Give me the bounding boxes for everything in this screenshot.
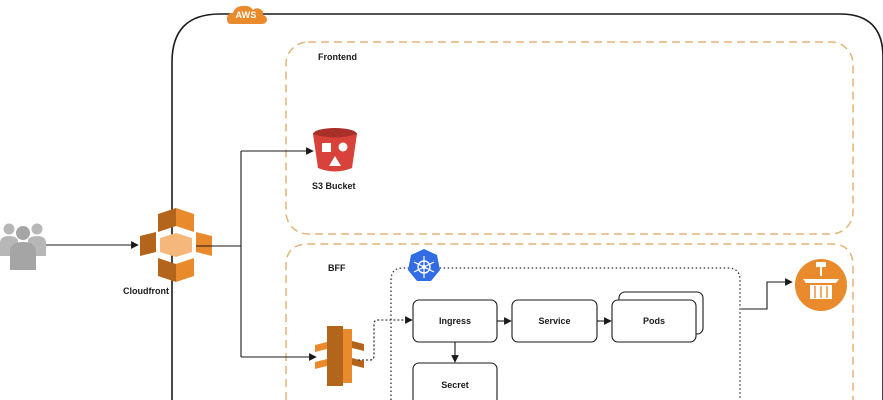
pods-label: Pods: [642, 316, 665, 326]
ingress-label: Ingress: [438, 316, 471, 326]
external-service-icon: [795, 259, 847, 311]
secret-label: Secret: [441, 380, 469, 390]
aws-cloud-icon: [227, 5, 267, 24]
service-label: Service: [538, 316, 571, 326]
users-icon: [0, 223, 46, 270]
secret-box: [412, 362, 498, 400]
cloudfront-icon: [140, 208, 212, 282]
aws-badge-label: AWS: [235, 10, 257, 20]
bff-group-label: BFF: [328, 263, 346, 273]
kubernetes-icon: [408, 249, 440, 281]
pods-box: [611, 299, 697, 343]
bff-group: [285, 243, 854, 400]
api-gateway-icon: [315, 326, 364, 386]
kubernetes-cluster-boundary: [390, 267, 741, 400]
s3-bucket-label: S3 Bucket: [312, 181, 356, 191]
frontend-group-label: Frontend: [318, 52, 357, 62]
cloudfront-label: Cloudfront: [123, 286, 169, 296]
aws-cloud-boundary: [171, 13, 883, 400]
s3-bucket-icon: [313, 128, 357, 172]
frontend-group: [285, 41, 854, 235]
